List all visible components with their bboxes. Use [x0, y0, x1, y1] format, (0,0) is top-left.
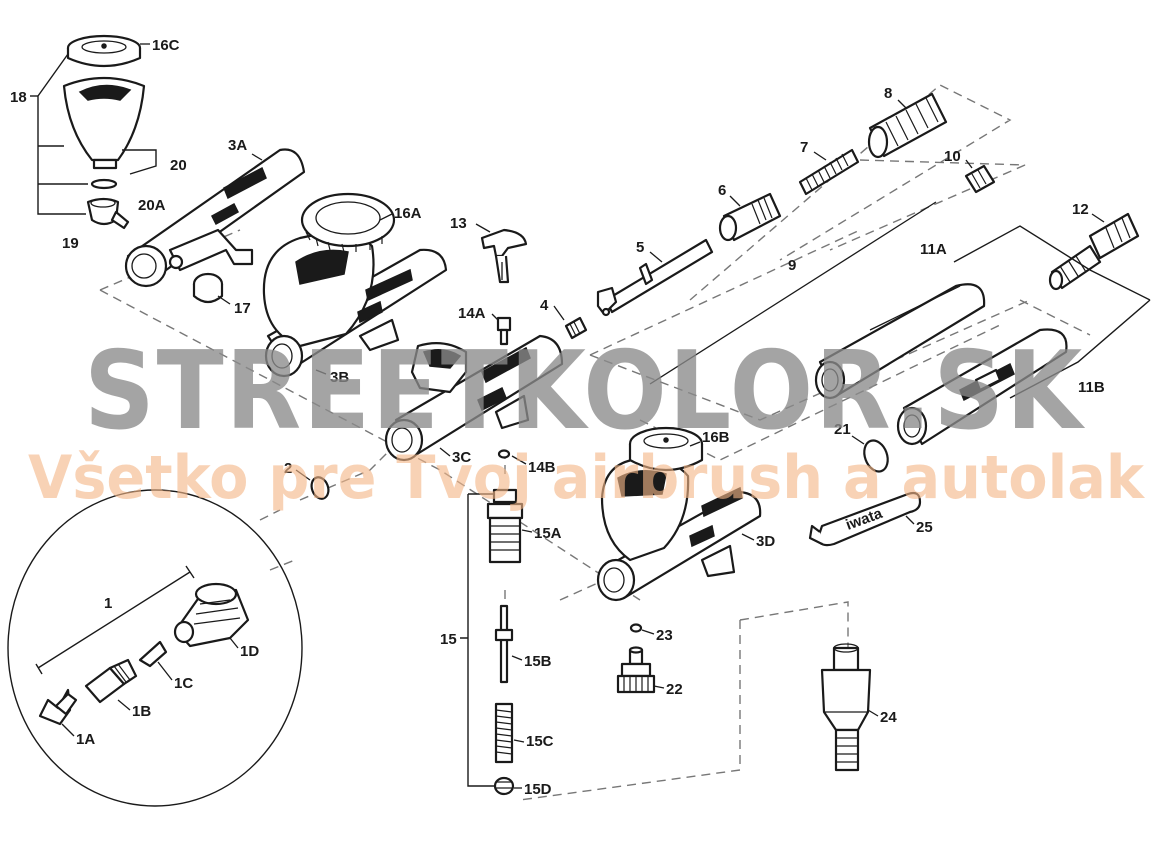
part-1B-nozzle-body — [84, 658, 138, 704]
part-19-cup-adapter — [86, 197, 130, 230]
part-14B-oring — [497, 449, 511, 459]
label-16C: 16C — [152, 37, 180, 54]
part-3B-body — [262, 232, 448, 378]
watermark-slogan: Všetko pre Tvoj airbrush a autolak — [28, 443, 1146, 513]
part-5-needle-chucking-guide — [596, 238, 714, 317]
part-20-cup — [62, 76, 146, 170]
label-3C: 3C — [452, 449, 471, 466]
part-15A-valve-body — [486, 488, 524, 564]
label-13: 13 — [450, 215, 467, 232]
part-11B-handle — [896, 328, 1068, 446]
label-20A: 20A — [138, 197, 166, 214]
label-6: 6 — [718, 182, 726, 199]
label-11B: 11B — [1078, 379, 1105, 396]
watermark: STREETKOLOR.SK Všetko pre Tvoj airbrush … — [28, 329, 1146, 513]
label-8: 8 — [884, 85, 892, 102]
part-1D-head-cap — [173, 582, 250, 648]
part-labels: 16C 18 20 20A 19 3A 17 16A 3B 13 14A 14B… — [10, 37, 1105, 798]
label-11A: 11A — [920, 241, 947, 258]
label-24: 24 — [880, 709, 897, 726]
part-16A-cup-lid — [300, 192, 396, 253]
label-19: 19 — [62, 235, 79, 252]
label-10: 10 — [944, 148, 961, 165]
part-11A-handle — [814, 283, 986, 400]
part-16B-cup-lid — [628, 426, 704, 471]
part-6-piston — [718, 192, 782, 242]
label-14B: 14B — [528, 459, 556, 476]
label-15C: 15C — [526, 733, 554, 750]
part-2-oring — [310, 476, 330, 500]
label-15B: 15B — [524, 653, 552, 670]
label-1A: 1A — [76, 731, 95, 748]
label-leader-lines — [61, 43, 1105, 789]
part-12-handle-screw — [1048, 212, 1140, 291]
label-3A: 3A — [228, 137, 247, 154]
part-23-oring — [629, 623, 643, 633]
part-15D-valve-screw — [493, 776, 515, 796]
part-1A-nozzle-cap — [38, 688, 78, 726]
label-4: 4 — [540, 297, 549, 314]
nozzle-inset — [7, 489, 303, 807]
label-16A: 16A — [394, 205, 422, 222]
label-16B: 16B — [702, 429, 730, 446]
part-1C-nozzle-tip — [138, 640, 168, 668]
watermark-brand: STREETKOLOR.SK — [84, 329, 1085, 454]
label-14A: 14A — [458, 305, 486, 322]
label-9: 9 — [788, 257, 796, 274]
label-18: 18 — [10, 89, 27, 106]
part-22-valve-screw — [616, 646, 656, 694]
label-3D: 3D — [756, 533, 775, 550]
label-15D: 15D — [524, 781, 552, 798]
label-15: 15 — [440, 631, 457, 648]
part-4-needle-chucking-nut — [564, 316, 588, 340]
part-7-spring — [798, 148, 860, 196]
part-15B-valve-stem — [494, 604, 514, 684]
label-1B: 1B — [132, 703, 151, 720]
part-17-adjusting-knob — [192, 272, 224, 304]
part-10-needle-chucking-screw — [964, 164, 996, 194]
part-3C-body — [384, 334, 564, 462]
label-1: 1 — [104, 595, 112, 612]
label-15A: 15A — [534, 525, 562, 542]
label-2: 2 — [284, 460, 292, 477]
label-22: 22 — [666, 681, 683, 698]
part-8-spring-guide — [867, 92, 948, 159]
label-21: 21 — [834, 421, 851, 438]
part-20A-oring — [90, 178, 118, 190]
part-13-trigger — [480, 228, 528, 284]
part-24-air-valve — [820, 643, 872, 772]
label-23: 23 — [656, 627, 673, 644]
part-9-needle — [649, 201, 937, 385]
label-25: 25 — [916, 519, 933, 536]
part-15-valve-assembly — [460, 488, 524, 796]
cup-assembly — [30, 34, 157, 230]
part-14A-trigger-pin — [496, 316, 512, 346]
part-16C-cup-lid — [66, 34, 142, 68]
label-17: 17 — [234, 300, 251, 317]
part-3A-body — [124, 148, 306, 288]
label-1D: 1D — [240, 643, 259, 660]
part-15C-valve-spring — [494, 702, 514, 764]
label-12: 12 — [1072, 201, 1089, 218]
inset-circle — [7, 489, 303, 807]
part-21-oring — [863, 439, 889, 473]
label-5: 5 — [636, 239, 644, 256]
part-3D-body — [596, 458, 762, 602]
label-20: 20 — [170, 157, 187, 174]
label-7: 7 — [800, 139, 808, 156]
label-3B: 3B — [330, 369, 349, 386]
label-1C: 1C — [174, 675, 193, 692]
